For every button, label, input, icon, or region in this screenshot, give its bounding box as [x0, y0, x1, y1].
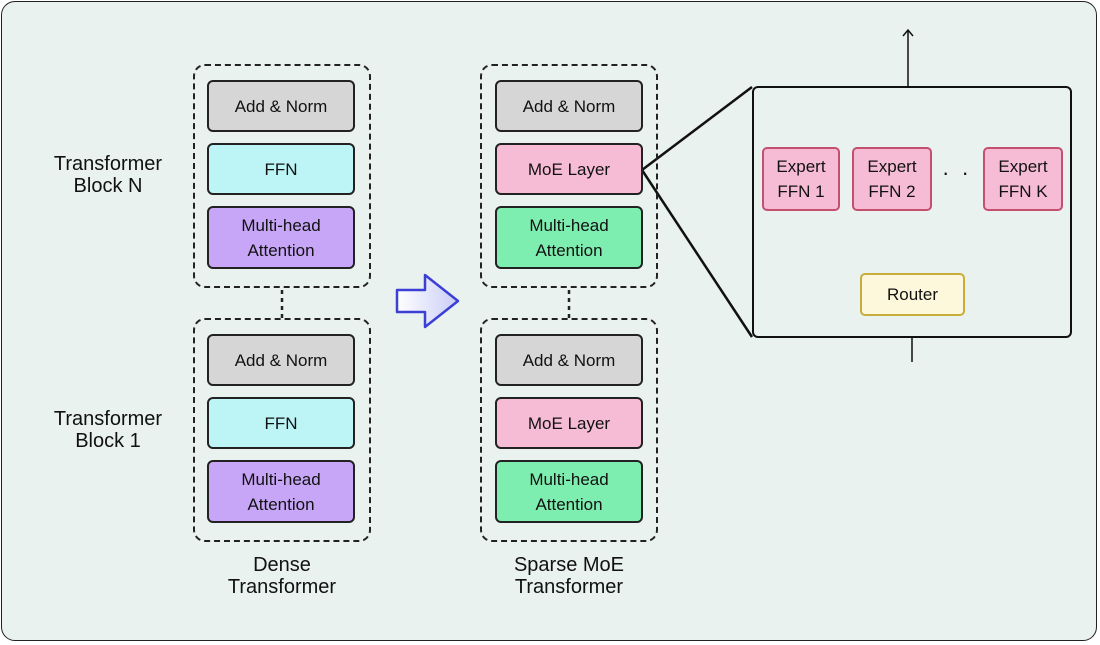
dense-block-1 [193, 318, 371, 542]
sparse-1-attention: Multi-head Attention [495, 460, 643, 523]
expert-ffn-k: Expert FFN K [983, 147, 1063, 211]
expert-ffn-1: Expert FFN 1 [762, 147, 840, 211]
sparse-n-add-norm: Add & Norm [495, 80, 643, 132]
dense-block-n-label: Transformer Block N [53, 153, 163, 197]
dense-block-1-label: Transformer Block 1 [53, 408, 163, 452]
sparse-caption: Sparse MoE Transformer [513, 554, 625, 598]
sparse-1-add-norm: Add & Norm [495, 334, 643, 386]
dense-1-add-norm: Add & Norm [207, 334, 355, 386]
sparse-n-moe-layer: MoE Layer [495, 143, 643, 195]
experts-ellipsis: · · · [942, 160, 992, 185]
dense-1-attention: Multi-head Attention [207, 460, 355, 523]
dense-n-ffn: FFN [207, 143, 355, 195]
expert-ffn-2: Expert FFN 2 [852, 147, 932, 211]
sparse-n-attention: Multi-head Attention [495, 206, 643, 269]
sparse-block-n [480, 64, 658, 288]
dense-n-attention: Multi-head Attention [207, 206, 355, 269]
sparse-block-1 [480, 318, 658, 542]
dense-1-ffn: FFN [207, 397, 355, 449]
dense-n-add-norm: Add & Norm [207, 80, 355, 132]
dense-block-n [193, 64, 371, 288]
router: Router [860, 273, 965, 316]
sparse-1-moe-layer: MoE Layer [495, 397, 643, 449]
dense-caption: Dense Transformer [227, 554, 337, 598]
